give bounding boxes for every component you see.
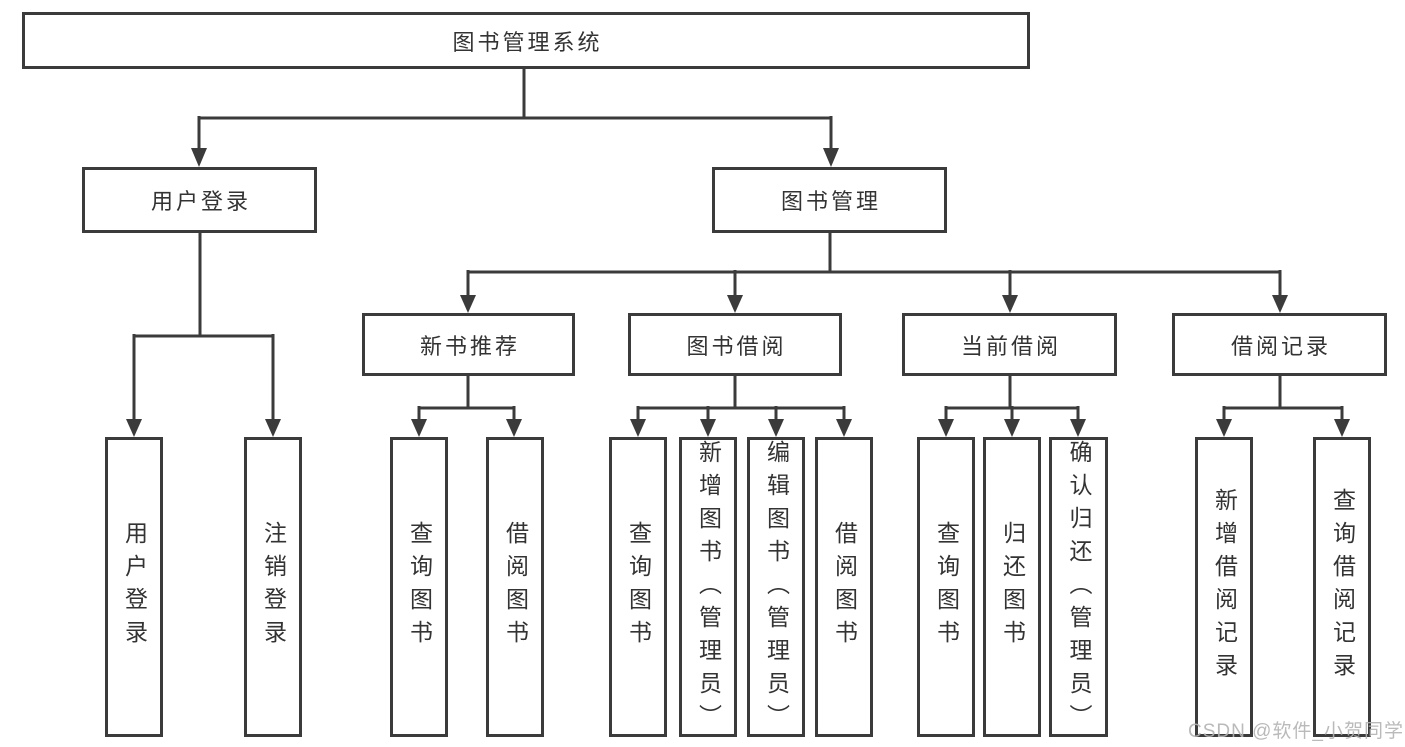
node-borrow-records-label: 借阅记录	[1230, 333, 1331, 359]
leaf-edit-book-admin: 编辑图书（管理员）	[747, 437, 805, 737]
node-root-label: 图书管理系统	[452, 29, 603, 55]
leaf-query-books-borrow: 查询图书	[609, 437, 667, 737]
leaf-logout: 注销登录	[244, 437, 302, 737]
node-new-book-recommend: 新书推荐	[362, 313, 575, 376]
node-book-borrow: 图书借阅	[628, 313, 842, 376]
leaf-add-book-admin: 新增图书（管理员）	[679, 437, 737, 737]
node-current-borrow-label: 当前借阅	[960, 333, 1061, 359]
leaf-borrow-books: 借阅图书	[815, 437, 873, 737]
node-user-login: 用户登录	[82, 167, 317, 233]
node-book-borrow-label: 图书借阅	[686, 333, 787, 359]
leaf-add-borrow-record: 新增借阅记录	[1195, 437, 1253, 737]
leaf-borrow-books-recommend-label: 借阅图书	[502, 521, 529, 653]
leaf-query-books-current-label: 查询图书	[933, 521, 960, 653]
leaf-borrow-books-recommend: 借阅图书	[486, 437, 544, 737]
leaf-return-book-label: 归还图书	[999, 521, 1026, 653]
leaf-borrow-books-label: 借阅图书	[831, 521, 858, 653]
leaf-user-login: 用户登录	[105, 437, 163, 737]
leaf-confirm-return-admin-label: 确认归还（管理员）	[1066, 440, 1092, 737]
leaf-add-book-admin-label: 新增图书（管理员）	[695, 440, 722, 737]
node-root: 图书管理系统	[22, 12, 1030, 69]
leaf-query-books-borrow-label: 查询图书	[625, 521, 652, 653]
leaf-edit-book-admin-label: 编辑图书（管理员）	[763, 440, 790, 737]
leaf-query-books-current: 查询图书	[917, 437, 975, 737]
leaf-add-borrow-record-label: 新增借阅记录	[1211, 488, 1238, 686]
node-book-management-label: 图书管理	[780, 189, 881, 214]
leaf-confirm-return-admin: 确认归还（管理员）	[1049, 437, 1108, 737]
leaf-user-login-label: 用户登录	[121, 521, 148, 653]
node-book-management: 图书管理	[712, 167, 947, 233]
leaf-query-borrow-record: 查询借阅记录	[1313, 437, 1371, 737]
csdn-watermark: CSDN @软件_小贺同学	[1188, 721, 1404, 742]
leaf-query-books-recommend-label: 查询图书	[406, 521, 433, 653]
node-borrow-records: 借阅记录	[1172, 313, 1387, 376]
leaf-logout-label: 注销登录	[260, 521, 287, 653]
node-new-book-recommend-label: 新书推荐	[419, 333, 520, 359]
leaf-query-borrow-record-label: 查询借阅记录	[1329, 488, 1356, 686]
node-current-borrow: 当前借阅	[902, 313, 1117, 376]
node-user-login-label: 用户登录	[150, 189, 251, 214]
leaf-return-book: 归还图书	[983, 437, 1041, 737]
leaf-query-books-recommend: 查询图书	[390, 437, 448, 737]
